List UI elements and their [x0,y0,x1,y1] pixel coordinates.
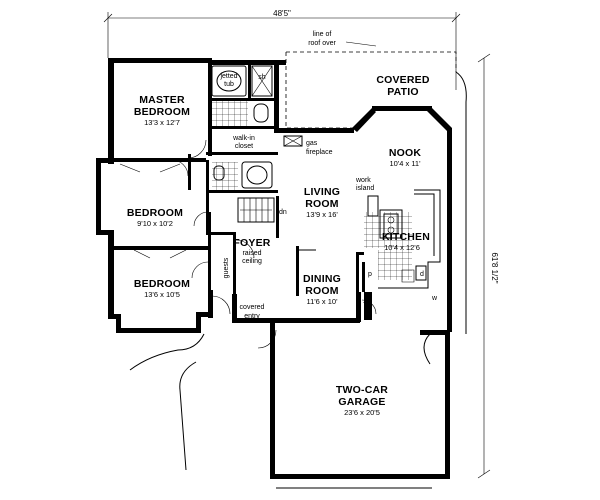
covered-entry-label-line2: entry [244,313,260,320]
nook-size: 10'4 x 11' [389,159,421,168]
jetted-tub-label-line2: tub [224,81,234,88]
overall-depth-dimension: 61'8 1/2" [477,53,499,479]
exterior-walls [96,58,452,479]
master-bedroom-name-line1: MASTER [139,94,185,106]
dining-room: DINING ROOM 11'6 x 10' [303,273,341,306]
nook-name: NOOK [389,147,422,159]
jetted-tub-label-line1: jetted [219,73,237,80]
dishwasher-label: d [420,271,424,278]
foyer-name: FOYER [233,237,270,249]
overall-depth-label: 61'8 1/2" [490,252,499,283]
foyer-note-line1: raised [242,250,261,257]
bath-fixtures [211,65,273,189]
garage-size: 23'6 x 20'5 [344,408,380,417]
covered-patio: COVERED PATIO [376,74,430,98]
work-island-label-line2: island [356,185,374,192]
gas-fireplace [283,135,303,147]
covered-patio-name-line2: PATIO [387,86,419,98]
work-island-label-line1: work [355,177,371,184]
overall-width-label: 48'5" [273,9,291,18]
bedroom-2-size: 9'10 x 10'2 [137,219,173,228]
guests-closet-label: guests [223,257,230,278]
stairs-down-label: dn [279,209,287,216]
dining-room-name-line2: ROOM [305,285,339,297]
master-bedroom: MASTER BEDROOM 13'3 x 12'7 [134,94,190,127]
garage-name-line2: GARAGE [338,396,385,408]
roof-note-line1: line of [313,31,332,38]
interior-walls [114,60,372,320]
overall-width-dimension: 48'5" [103,9,461,90]
bedroom-2: BEDROOM 9'10 x 10'2 [127,207,183,228]
kitchen-name: KITCHEN [382,231,430,243]
gas-fireplace-label-line2: fireplace [306,149,333,156]
covered-entry-label-line1: covered [240,304,265,311]
bath-tile-floors [212,100,412,280]
stairs-down [237,197,275,223]
site-outlines [129,71,467,489]
shower-label: sh [258,74,266,81]
fixture-notes: jetted tub sh walk-in closet gas firepla… [219,73,438,320]
nook: NOOK 10'4 x 11' [389,147,422,168]
kitchen: KITCHEN 10'4 x 12'6 [382,231,430,252]
bedroom-3: BEDROOM 13'6 x 10'5 [134,278,190,299]
kitchen-fixtures [367,189,441,289]
living-room-size: 13'9 x 16' [306,210,338,219]
gas-fireplace-label-line1: gas [306,140,318,147]
master-bedroom-name-line2: BEDROOM [134,106,190,118]
living-room: LIVING ROOM 13'9 x 16' [304,186,340,219]
covered-patio-name-line1: COVERED [376,74,430,86]
walk-in-closet-label-line2: closet [235,143,253,150]
foyer-note-line2: ceiling [242,258,262,265]
two-car-garage: TWO-CAR GARAGE 23'6 x 20'5 [336,384,388,417]
kitchen-size: 10'4 x 12'6 [384,243,420,252]
foyer: FOYER raised ceiling [233,237,270,265]
bedroom-3-size: 13'6 x 10'5 [144,290,180,299]
bedroom-2-name: BEDROOM [127,207,183,219]
living-room-name-line2: ROOM [305,198,339,210]
dining-room-size: 11'6 x 10' [306,297,338,306]
walk-in-closet-label-line1: walk-in [232,135,255,142]
door-swings [119,139,377,349]
washer-label: w [431,295,438,302]
garage-name-line1: TWO-CAR [336,384,388,396]
pantry-label: p [368,271,372,278]
bedroom-3-name: BEDROOM [134,278,190,290]
master-bedroom-size: 13'3 x 12'7 [144,118,180,127]
dining-room-name-line1: DINING [303,273,341,285]
living-room-name-line1: LIVING [304,186,340,198]
roof-note-line2: roof over [308,40,336,47]
coats-closet-label: coats [363,297,370,314]
